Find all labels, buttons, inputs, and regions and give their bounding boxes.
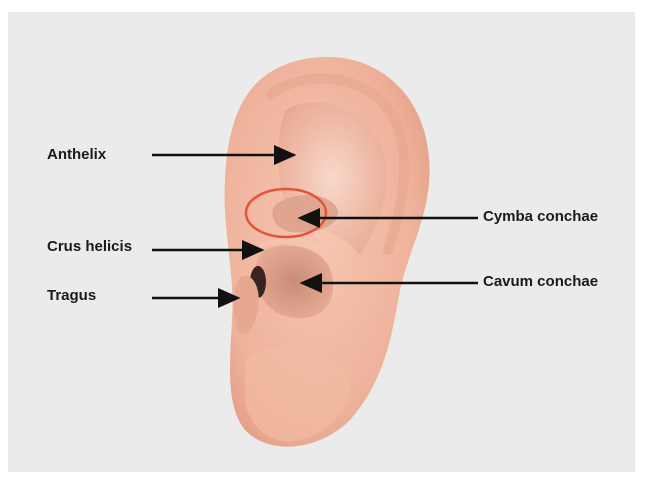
tragus-label: Tragus: [47, 287, 96, 305]
cymba-conchae-label: Cymba conchae: [483, 208, 598, 226]
cavum-conchae-label: Cavum conchae: [483, 273, 598, 291]
crus-helicis-label: Crus helicis: [47, 238, 132, 256]
anthelix-label: Anthelix: [47, 146, 106, 164]
